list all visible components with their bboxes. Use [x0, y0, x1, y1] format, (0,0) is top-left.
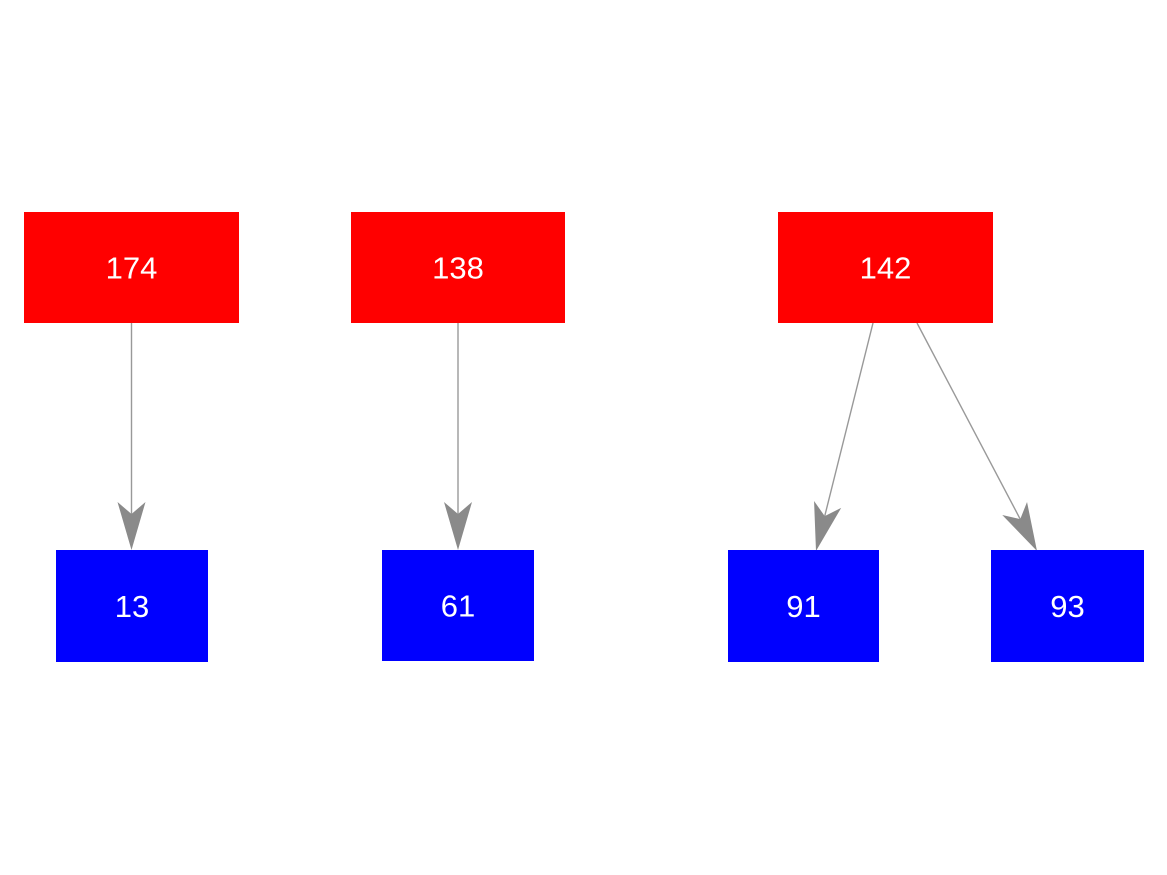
edge-138-61 — [444, 323, 472, 550]
node-93: 93 — [991, 550, 1144, 662]
node-93-box — [991, 550, 1144, 662]
node-142-box — [778, 212, 993, 323]
node-91-box — [728, 550, 879, 662]
arrowhead-icon — [814, 501, 842, 551]
node-138-label: 138 — [432, 251, 484, 286]
edge-142-93 — [916, 322, 1037, 551]
node-13-box — [56, 550, 208, 662]
edge-line-142-93 — [916, 322, 1021, 520]
arrowhead-icon — [117, 502, 146, 550]
node-91: 91 — [728, 550, 879, 662]
node-142: 142 — [778, 212, 993, 323]
node-13: 13 — [56, 550, 208, 662]
node-174-box — [24, 212, 239, 323]
node-174: 174 — [24, 212, 239, 323]
node-174-label: 174 — [106, 251, 158, 286]
node-61: 61 — [382, 550, 534, 661]
node-13-label: 13 — [115, 589, 149, 624]
node-138: 138 — [351, 212, 565, 323]
edge-174-13 — [117, 323, 146, 550]
node-61-label: 61 — [441, 589, 475, 624]
node-142-label: 142 — [860, 251, 912, 286]
arrowhead-icon — [1002, 502, 1037, 551]
node-91-label: 91 — [786, 589, 820, 624]
node-61-box — [382, 550, 534, 661]
edge-line-142-91 — [824, 322, 874, 517]
arrowhead-icon — [444, 502, 472, 550]
node-138-box — [351, 212, 565, 323]
node-93-label: 93 — [1050, 589, 1084, 624]
edge-142-91 — [814, 322, 874, 551]
